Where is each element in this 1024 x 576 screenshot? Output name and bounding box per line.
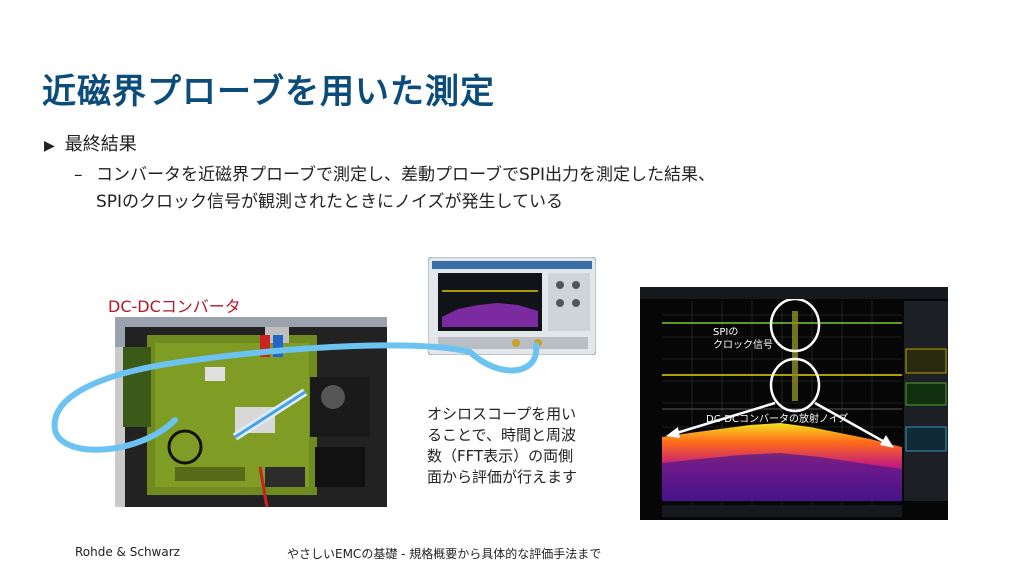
noise-label: DC-DCコンバータの放射ノイズ xyxy=(706,414,849,425)
slide-title: 近磁界プローブを用いた測定 xyxy=(42,72,495,112)
caption-line: 数（FFT表示）の両側 xyxy=(427,447,574,465)
sub-line-1: コンバータを近磁界プローブで測定し、差動プローブでSPI出力を測定した結果、 xyxy=(96,165,716,185)
dcdc-converter-label: DC-DCコンバータ xyxy=(108,297,241,316)
triangle-bullet-icon: ▶ xyxy=(44,138,55,154)
oscilloscope-caption: オシロスコープを用い ることで、時間と周波 数（FFT表示）の両側 面から評価が… xyxy=(427,404,577,488)
spi-label-line-2: クロック信号 xyxy=(713,340,773,351)
sub-bullet: –コンバータを近磁界プローブで測定し、差動プローブでSPI出力を測定した結果、 … xyxy=(74,162,715,216)
caption-line: ることで、時間と周波 xyxy=(427,426,576,444)
oscilloscope-photo xyxy=(427,256,597,356)
footer-course-title: やさしいEMCの基礎 - 規格概要から具体的な評価手法まで xyxy=(287,547,602,561)
footer-company: Rohde & Schwarz xyxy=(75,545,180,559)
dash-icon: – xyxy=(74,165,83,185)
bullet-text: 最終結果 xyxy=(64,134,137,155)
sub-line-2: SPIのクロック信号が観測されたときにノイズが発生している xyxy=(96,192,564,212)
board-photo xyxy=(115,317,387,507)
bullet-final-result: ▶ 最終結果 xyxy=(44,130,137,156)
caption-line: 面から評価が行えます xyxy=(427,468,578,486)
spi-label-line-1: SPIの xyxy=(713,327,739,338)
oscilloscope-screen: SPIの クロック信号 DC-DCコンバータの放射ノイズ xyxy=(640,287,948,520)
caption-line: オシロスコープを用い xyxy=(427,405,577,423)
